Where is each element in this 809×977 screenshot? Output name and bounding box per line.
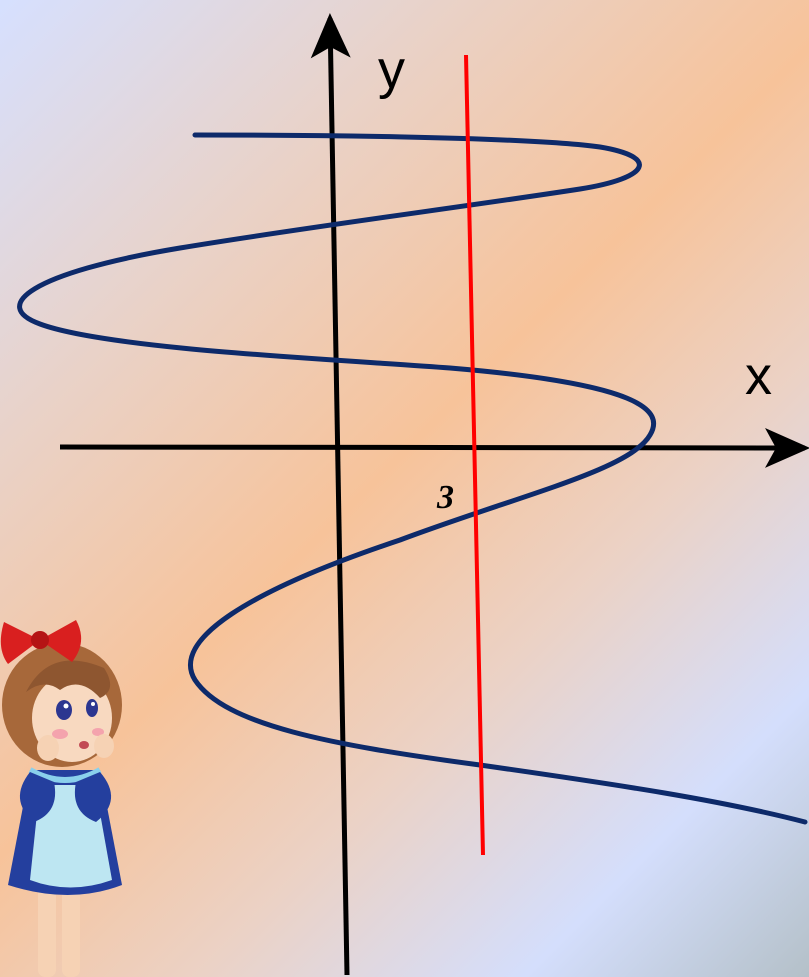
x-axis-label: x <box>745 346 772 406</box>
y-axis <box>310 13 351 976</box>
girl-illustration <box>0 620 122 977</box>
y-axis-label: y <box>378 40 405 100</box>
x-axis <box>59 427 809 468</box>
s-curve <box>17 132 808 825</box>
tick-label-3: 3 <box>436 479 454 516</box>
vertical-line-x-3 <box>464 54 485 856</box>
